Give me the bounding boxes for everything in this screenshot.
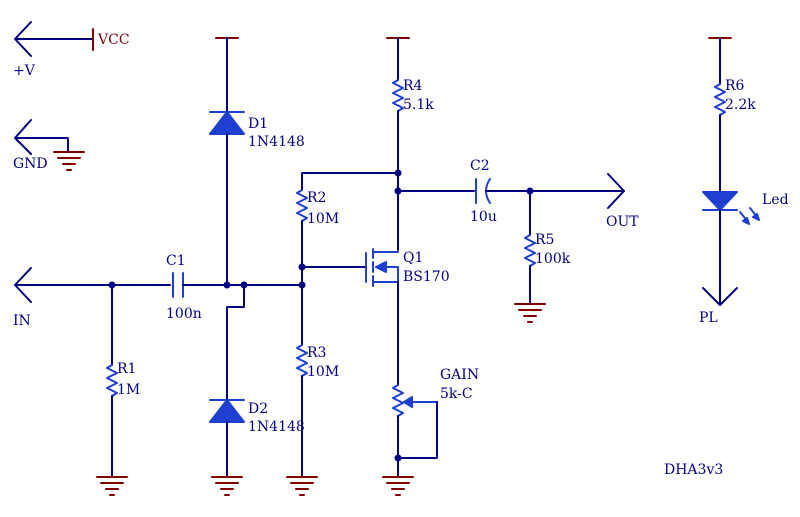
- ground-symbol: [514, 303, 546, 323]
- potentiometer-gain: [392, 384, 438, 417]
- r6-value: 2.2k: [725, 97, 756, 113]
- in-port-symbol: [14, 267, 32, 303]
- d2-link-wire: [226, 284, 245, 401]
- resistor-r6: [714, 83, 726, 116]
- vplus-label: +V: [13, 63, 36, 79]
- diode-d2: [209, 399, 245, 423]
- r2-value: 10M: [307, 211, 339, 227]
- schematic-title: DHA3v3: [664, 462, 723, 478]
- diode-d1: [209, 111, 245, 135]
- d2-ref: D2: [248, 401, 268, 417]
- ground-symbol: [286, 476, 318, 496]
- r5-ref: R5: [535, 232, 554, 248]
- gnd-label: GND: [13, 156, 48, 172]
- junction-dot: [394, 169, 402, 177]
- r2-ref: R2: [307, 190, 326, 206]
- gnd-port-symbol: [14, 119, 85, 171]
- c2-value: 10u: [470, 209, 497, 225]
- pl-port-label: PL: [699, 310, 718, 326]
- d1-value: 1N4148: [248, 134, 305, 150]
- resistor-r4: [392, 79, 404, 112]
- led-ref: Led: [762, 192, 789, 208]
- gain-value: 5k-C: [440, 386, 473, 402]
- mosfet-q1: [365, 248, 399, 287]
- resistor-r2: [296, 189, 308, 222]
- r4-value: 5.1k: [403, 97, 434, 113]
- out-port-symbol: [607, 173, 625, 209]
- led: [702, 191, 760, 225]
- r1-value: 1M: [117, 382, 140, 398]
- vcc-label: VCC: [97, 32, 130, 48]
- ground-symbol: [96, 476, 128, 496]
- vplus-port-symbol: [14, 21, 94, 57]
- ground-symbol: [382, 476, 414, 496]
- gain-ref: GAIN: [440, 367, 479, 383]
- capacitor-c1: [172, 272, 184, 298]
- junction-dot: [394, 454, 402, 462]
- r6-ref: R6: [725, 78, 745, 94]
- resistor-r5: [524, 234, 536, 267]
- r1-ref: R1: [117, 361, 136, 377]
- resistor-r1: [106, 364, 118, 397]
- c1-value: 100n: [166, 306, 202, 322]
- in-port-label: IN: [13, 313, 31, 329]
- gain-wiper-wire: [397, 401, 438, 459]
- pl-port-symbol: [702, 287, 738, 306]
- q1-ref: Q1: [403, 250, 423, 266]
- ground-symbol: [211, 476, 243, 496]
- r4-ref: R4: [403, 78, 423, 94]
- r5-value: 100k: [535, 251, 571, 267]
- out-port-label: OUT: [606, 214, 639, 230]
- junction-dot: [223, 281, 231, 289]
- r2-top-wire: [301, 172, 399, 191]
- c2-ref: C2: [470, 158, 490, 174]
- r3-value: 10M: [307, 364, 339, 380]
- resistor-r3: [296, 344, 308, 377]
- d1-ref: D1: [248, 116, 268, 132]
- c1-ref: C1: [166, 253, 186, 269]
- q1-value: BS170: [403, 269, 450, 285]
- d2-value: 1N4148: [248, 419, 305, 435]
- r3-ref: R3: [307, 345, 326, 361]
